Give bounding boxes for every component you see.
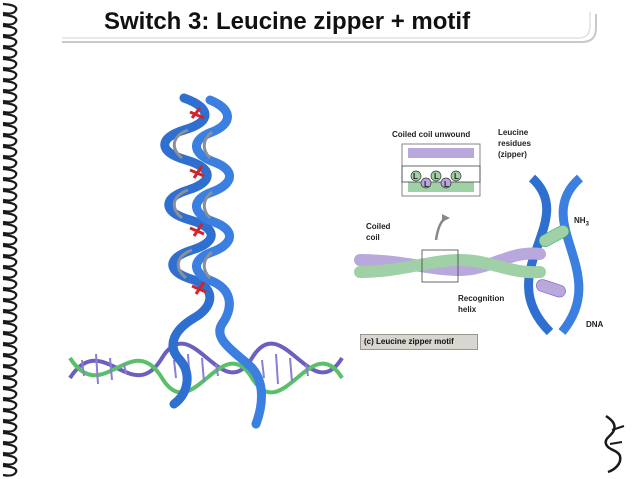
binder-coil [2,310,18,323]
slide-title: Switch 3: Leucine zipper + motif [104,8,471,35]
label-dna: DNA [586,320,604,329]
label-leucine: Leucine [498,128,529,137]
binder-coil [2,178,18,191]
binder-coil [2,409,18,422]
leucine-letter-2: L [424,180,429,189]
label-zipper: (zipper) [498,150,527,159]
decorative-ornament-icon [604,414,625,474]
label-residues: residues [498,139,531,148]
binder-coil [2,376,18,389]
leucine-residues [189,107,207,295]
binder-coil [2,101,18,114]
binder-coil [2,464,18,477]
binder-coil [2,57,18,70]
binder-coil [2,288,18,301]
binder-coil [2,398,18,411]
binder-coil [2,112,18,125]
binder-coil [2,321,18,334]
binder-coil [2,134,18,147]
unwound-inset [401,143,481,197]
binder-coil [2,420,18,433]
label-coil: coil [366,233,380,242]
binder-spiral [2,2,18,477]
leucine-letter-1: L [413,172,418,181]
binder-coil [2,46,18,59]
leucine-letter-4: L [444,180,449,189]
figure-caption: (c) Leucine zipper motif [364,337,454,346]
binder-coil [2,277,18,290]
binder-coil [2,211,18,224]
binder-coil [2,453,18,466]
binder-coil [2,68,18,81]
binder-coil [2,167,18,180]
label-nh3: NH3 [574,216,589,228]
binder-coil [2,365,18,378]
binder-coil [2,145,18,158]
leucine-letter-5: L [454,172,459,181]
binder-coil [2,442,18,455]
binder-coil [2,90,18,103]
binder-coil [2,2,18,15]
binder-coil [2,244,18,257]
binder-coil [2,79,18,92]
coiled-coil-schematic [354,247,546,279]
binder-coil [2,189,18,202]
leucine-zipper-schematic [354,143,584,336]
binder-coil [2,123,18,136]
binder-coil [2,332,18,345]
binder-coil [2,24,18,37]
label-coiled: Coiled [366,222,391,231]
label-helix: helix [458,305,477,314]
label-coiled-coil-unwound: Coiled coil unwound [392,130,471,139]
binder-coil [2,255,18,268]
binder-coil [2,35,18,48]
leucine-letter-3: L [434,172,439,181]
binder-coil [2,266,18,279]
dna-double-helix [68,341,344,395]
helix-gray-edges [172,128,213,280]
binder-coil [2,354,18,367]
binder-coil [2,156,18,169]
binder-coil [2,387,18,400]
binder-coil [2,233,18,246]
title-underline [62,12,597,43]
label-recognition: Recognition [458,294,505,303]
binder-coil [2,343,18,356]
alpha-helix-left [160,93,216,409]
binder-coil [2,299,18,312]
alpha-helix-right [192,95,266,429]
binder-coil [2,222,18,235]
binder-coil [2,200,18,213]
caption-box [360,334,478,350]
leucine-zipper-ribbon-structure [68,93,344,429]
binder-coil [2,13,18,26]
binder-coil [2,431,18,444]
